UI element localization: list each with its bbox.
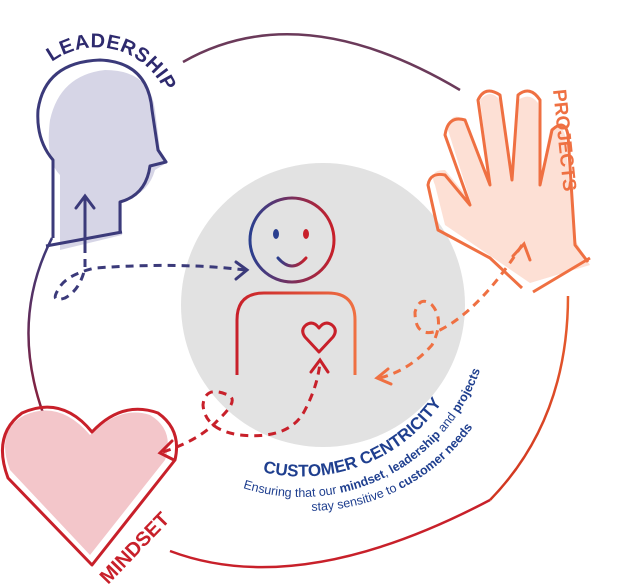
- customer-person-icon: [235, 196, 357, 375]
- mindset-arrowhead-icon: [157, 439, 176, 462]
- ring-segment-right: [489, 295, 570, 501]
- face-right-eye: [303, 229, 309, 239]
- ring-segment-bottom: [169, 498, 491, 569]
- ring-segment-left: [27, 237, 54, 414]
- projects-arrowhead-icon: [511, 241, 532, 262]
- leadership-to-face-dashed-arrow: [53, 245, 246, 301]
- face-circle: [248, 196, 336, 284]
- center-circle: [181, 163, 465, 447]
- heart-fill: [5, 410, 168, 555]
- leadership-arrowhead-icon: [234, 260, 250, 281]
- mindset-to-heart-dashed-arrow: [162, 361, 322, 454]
- mindset-node: MINDSET: [0, 405, 179, 587]
- projects-to-body-dashed-arrow: [379, 244, 524, 380]
- chest-heart-icon: [301, 321, 337, 354]
- face-smile: [276, 256, 308, 268]
- leadership-node: LEADERSHIP: [36, 30, 180, 250]
- leadership-up-arrow: [74, 193, 96, 247]
- projects-node: PROJECTS: [426, 88, 591, 294]
- body-outline: [235, 291, 357, 375]
- heart-icon: [0, 405, 179, 567]
- ring-segment-top: [182, 33, 461, 92]
- hand-icon: [426, 89, 591, 294]
- chest-arrowhead-icon: [309, 357, 330, 374]
- face-left-eye: [273, 229, 279, 239]
- body-arrowhead-icon: [374, 367, 393, 386]
